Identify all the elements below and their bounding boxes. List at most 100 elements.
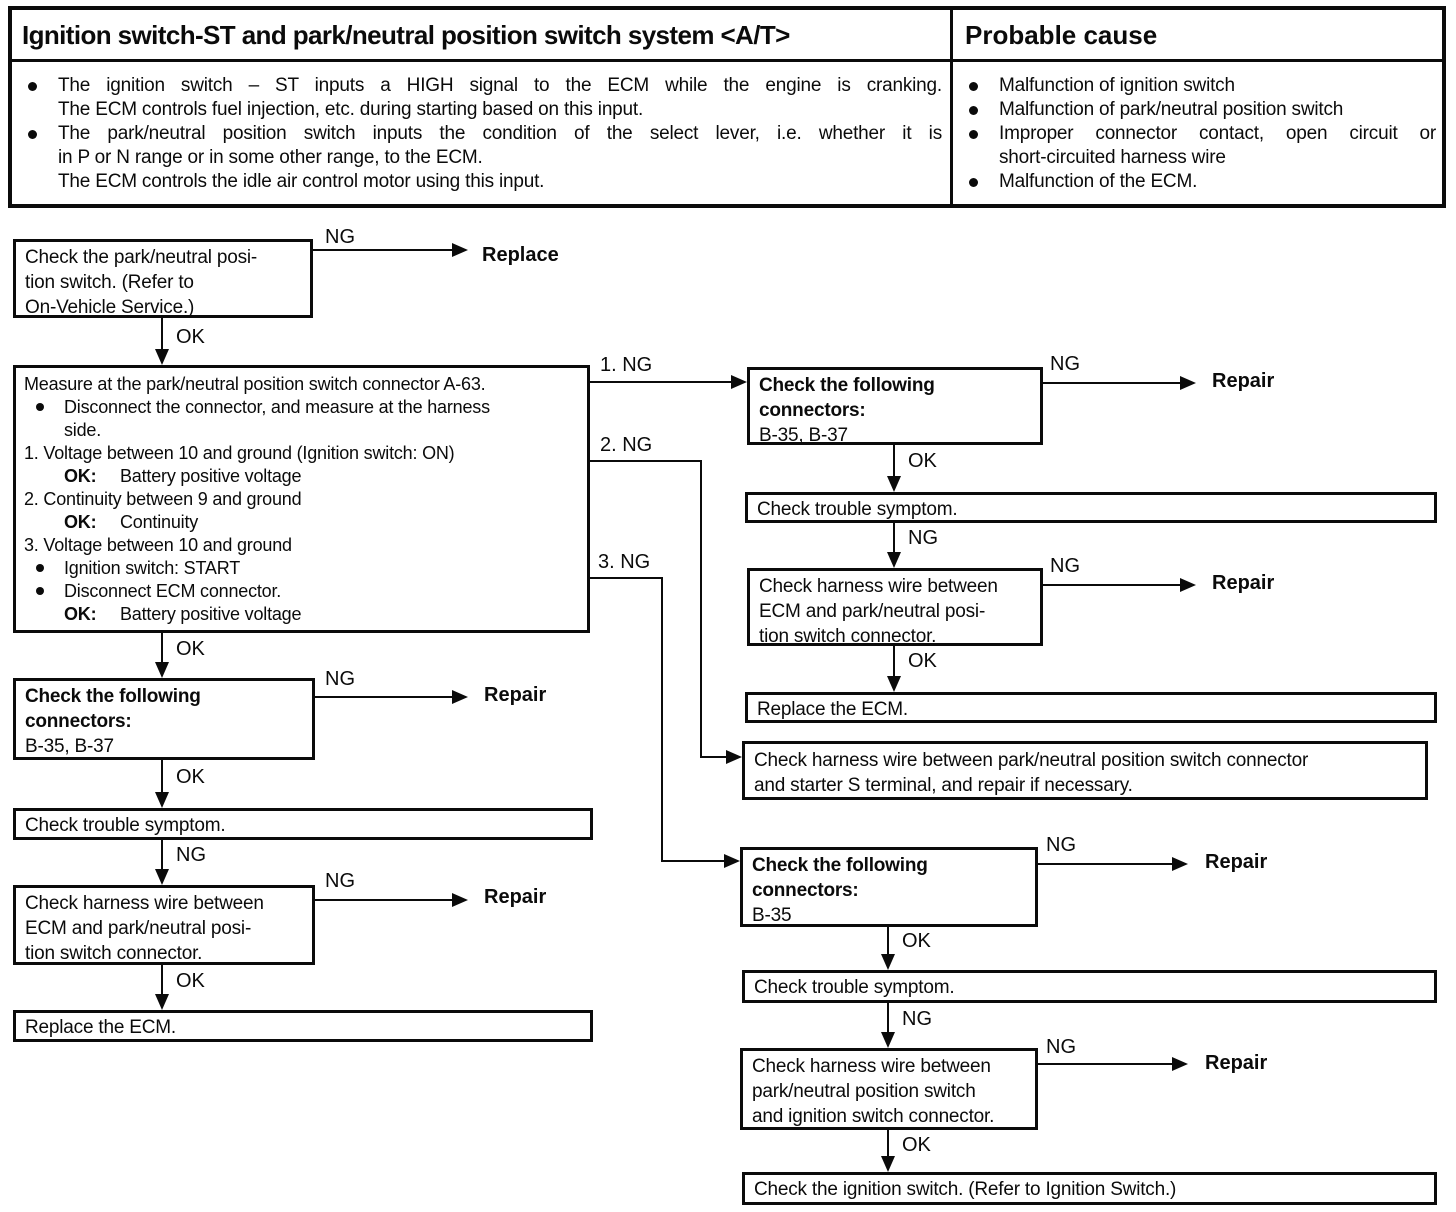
box-line: Measure at the park/neutral position swi…	[24, 374, 486, 394]
connector-line	[315, 696, 452, 698]
connector-line	[893, 646, 895, 676]
box-line: Replace the ECM.	[25, 1017, 176, 1038]
flow-box-connectors-b35: Check the following connectors: B-35	[740, 847, 1038, 927]
box-line: ECM and park/neutral posi-	[25, 918, 252, 939]
flow-box-replace-ecm-left: Replace the ECM.	[13, 1010, 593, 1042]
connector-line	[590, 381, 731, 383]
description-line: The ignition switch – ST inputs a HIGH s…	[58, 75, 942, 96]
flow-box-check-pn-switch: Check the park/neutral posi- tion switch…	[13, 239, 313, 318]
label-ok: OK	[902, 930, 931, 952]
system-description: The ignition switch – ST inputs a HIGH s…	[12, 62, 953, 204]
bullet-dot	[969, 130, 978, 139]
label-ng: NG	[902, 1008, 932, 1030]
arrowhead-right	[1172, 857, 1188, 871]
connector-line	[661, 860, 724, 862]
arrowhead-down	[155, 792, 169, 808]
label-ok: OK	[176, 638, 205, 660]
arrowhead-down	[881, 954, 895, 970]
action-replace: Replace	[482, 244, 559, 266]
arrowhead-right	[1180, 376, 1196, 390]
action-repair: Repair	[1212, 572, 1275, 594]
arrowhead-right	[452, 690, 468, 704]
box-line: side.	[64, 420, 102, 440]
connector-line	[1043, 382, 1180, 384]
connector-line	[1038, 863, 1172, 865]
box-line: connectors:	[752, 880, 859, 901]
cause-line: Improper connector contact, open circuit…	[999, 123, 1436, 144]
box-line: connectors:	[25, 711, 132, 732]
box-line: 3. Voltage between 10 and ground	[24, 535, 292, 555]
box-line: Check harness wire between	[25, 893, 264, 914]
connector-line	[1043, 584, 1180, 586]
box-line: Check trouble symptom.	[25, 815, 226, 836]
description-bullet-1: The ignition switch – ST inputs a HIGH s…	[24, 74, 944, 122]
box-line: Ignition switch: START	[24, 557, 579, 580]
label-ng: NG	[908, 527, 938, 549]
connector-line	[161, 965, 163, 994]
connector-line	[887, 927, 889, 954]
connector-line	[661, 577, 663, 862]
box-line: Check the following	[759, 375, 935, 396]
bullet-dot	[969, 178, 978, 187]
arrowhead-down	[887, 676, 901, 692]
connector-line	[590, 577, 663, 579]
box-line: Check trouble symptom.	[754, 977, 955, 998]
flow-box-check-trouble-symptom-right-2: Check trouble symptom.	[742, 970, 1437, 1003]
flow-box-check-trouble-symptom-right-1: Check trouble symptom.	[745, 492, 1437, 523]
box-line: Check harness wire between park/neutral …	[754, 750, 1309, 771]
label-ng: NG	[1046, 1036, 1076, 1058]
box-line: OK:Battery positive voltage	[64, 604, 302, 624]
arrowhead-right	[726, 750, 742, 764]
box-line: OK:Battery positive voltage	[64, 466, 302, 486]
box-line: Disconnect the connector, and measure at…	[24, 396, 579, 419]
box-line: Check harness wire between	[752, 1056, 991, 1077]
arrowhead-down	[887, 552, 901, 568]
box-line: park/neutral position switch	[752, 1081, 976, 1102]
action-repair: Repair	[1205, 1052, 1268, 1074]
box-line: B-35, B-37	[25, 736, 114, 757]
label-ng: NG	[176, 844, 206, 866]
cause-line: Malfunction of the ECM.	[999, 171, 1198, 192]
connector-line	[887, 1130, 889, 1156]
probable-cause-title: Probable cause	[953, 10, 1442, 62]
description-bullet-2: The park/neutral position switch inputs …	[24, 122, 944, 194]
box-line: Disconnect ECM connector.	[24, 580, 579, 603]
box-line: B-35, B-37	[759, 425, 848, 446]
connector-line	[161, 318, 163, 349]
connector-line	[315, 899, 452, 901]
cause-line: Malfunction of park/neutral position swi…	[999, 99, 1344, 120]
bullet-dot	[36, 403, 44, 411]
arrowhead-down	[881, 1156, 895, 1172]
label-ok: OK	[176, 766, 205, 788]
box-line: tion switch connector.	[759, 626, 937, 647]
description-line: The ECM controls the idle air control mo…	[58, 171, 545, 192]
box-line: 2. Continuity between 9 and ground	[24, 489, 302, 509]
label-3-ng: 3. NG	[598, 551, 651, 573]
label-1-ng: 1. NG	[600, 354, 653, 376]
label-ng: NG	[1050, 555, 1080, 577]
connector-line	[887, 1003, 889, 1032]
arrowhead-down	[155, 662, 169, 678]
label-ng: NG	[325, 226, 355, 248]
flow-box-check-trouble-symptom-left: Check trouble symptom.	[13, 808, 593, 840]
bullet-dot	[28, 130, 37, 139]
box-line: Replace the ECM.	[757, 699, 908, 720]
arrowhead-right	[731, 375, 747, 389]
connector-line	[590, 460, 702, 462]
bullet-dot	[28, 82, 37, 91]
box-line: Check the following	[25, 686, 201, 707]
flow-box-measure-connector-a63: Measure at the park/neutral position swi…	[13, 365, 590, 633]
connector-line	[700, 756, 726, 758]
box-line: connectors:	[759, 400, 866, 421]
action-repair: Repair	[1205, 851, 1268, 873]
flow-box-harness-starter-terminal: Check harness wire between park/neutral …	[742, 741, 1428, 800]
label-ng: NG	[325, 668, 355, 690]
box-line: Check the park/neutral posi-	[25, 247, 258, 268]
description-line: The ECM controls fuel injection, etc. du…	[58, 99, 644, 120]
header-table: Ignition switch-ST and park/neutral posi…	[8, 6, 1446, 208]
bullet-dot	[36, 587, 44, 595]
label-ng: NG	[325, 870, 355, 892]
probable-cause-list: Malfunction of ignition switch Malfuncti…	[953, 62, 1442, 204]
arrowhead-right	[724, 854, 740, 868]
